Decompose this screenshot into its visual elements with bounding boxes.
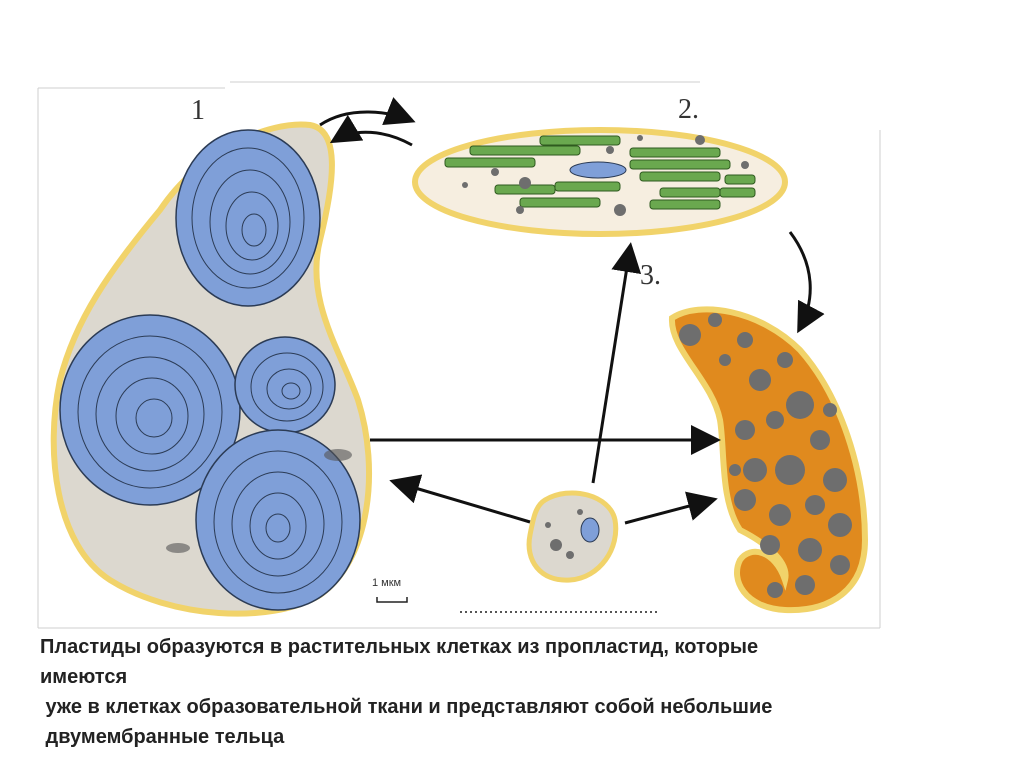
caption-line-3: уже в клетках образовательной ткани и пр… (40, 696, 773, 718)
scale-bar (376, 597, 408, 603)
scale-bar-label: 1 мкм (372, 577, 402, 589)
label-1: 1 (191, 95, 205, 126)
arrows (319, 97, 825, 525)
arrow-proplastid-to-1 (389, 474, 531, 524)
chloroplast-cell (412, 127, 788, 237)
chromoplast-cell (668, 306, 869, 614)
caption-line-2: имеются (40, 666, 128, 688)
amyloplast-cell (50, 121, 373, 617)
caption-line-4: двумембранные тельца (40, 726, 285, 748)
label-2: 2. (678, 94, 699, 125)
frame-lines (37, 81, 881, 629)
arrow-proplastid-to-3 (624, 491, 718, 525)
label-3: 3. (640, 260, 661, 291)
caption-line-1: Пластиды образуются в растительных клетк… (40, 636, 759, 658)
arrow-1-to-2 (319, 97, 416, 127)
caption: Пластиды образуются в растительных клетк… (40, 632, 1000, 752)
proplastid-cell (526, 490, 619, 583)
arrow-proplastid-to-2 (591, 242, 642, 484)
arrow-2-to-3 (788, 231, 825, 334)
arrow-2-to-1 (329, 114, 413, 147)
